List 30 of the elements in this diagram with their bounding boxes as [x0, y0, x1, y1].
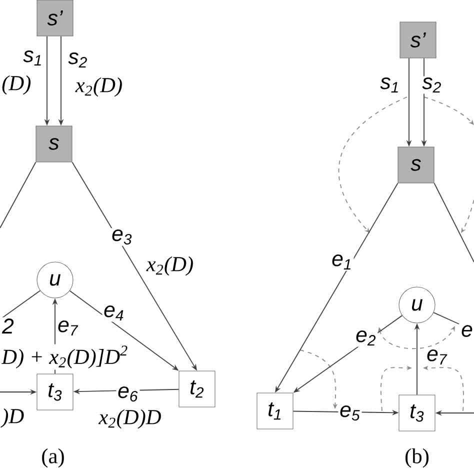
panel-label: (b): [403, 447, 431, 469]
formula-label: )D: [0, 407, 26, 429]
edge-label: e$_{1}$: [330, 253, 354, 271]
node-box: t$_{2}$: [178, 370, 216, 408]
formula-label: D) + x$_{2}$(D)]D$^{2}$: [0, 344, 130, 370]
node-box: t$_{3}$: [36, 374, 74, 410]
node-box: s: [36, 126, 72, 162]
node-box: s: [398, 146, 434, 184]
edge-label: s$_{2}$: [66, 51, 90, 69]
edge-label: e$_{2}$: [354, 329, 378, 347]
edge-label: e: [460, 324, 474, 338]
formula-label: x$_{2}$(D): [145, 255, 195, 277]
formula-label: x$_{2}$(D)D: [97, 408, 163, 430]
formula-label: x$_{2}$(D): [74, 76, 124, 98]
edge-label: s$_{1}$: [22, 49, 44, 67]
edge-label: s$_{1}$: [378, 76, 402, 94]
node-box: s’: [400, 22, 436, 58]
edge-label: e$_{4}$: [102, 304, 126, 322]
node-box: t$_{1}$: [256, 392, 294, 430]
edge-label: e$_{6}$: [116, 385, 140, 403]
edge-label: e$_{3}$: [110, 228, 134, 246]
formula-label: (D): [0, 74, 33, 96]
edge-label: e$_{5}$: [338, 404, 362, 422]
edge-label: e$_{7}$: [425, 348, 449, 366]
edge-label: 2: [0, 317, 16, 335]
edge-label: e$_{7}$: [56, 319, 80, 337]
panel-label: (a): [40, 447, 66, 469]
node-box: s’: [36, 0, 74, 36]
node-box: t$_{3}$: [398, 394, 436, 432]
edge-label: s$_{2}$: [420, 76, 444, 94]
